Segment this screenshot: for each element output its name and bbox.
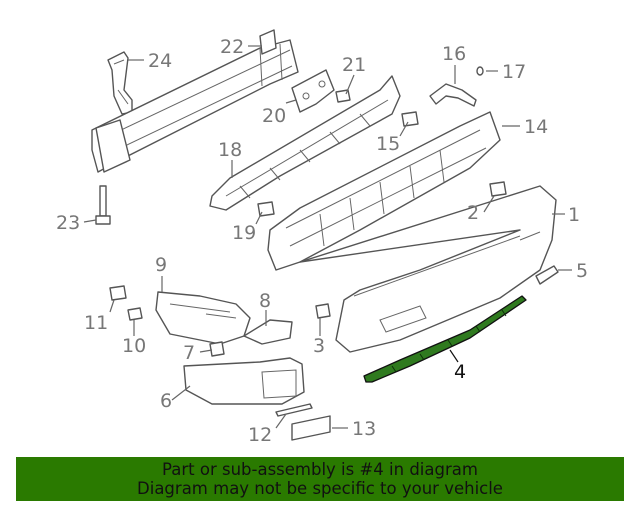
callout-22: 22: [220, 36, 244, 58]
callout-6: 6: [160, 390, 172, 412]
part-6-corner-panel: [183, 357, 305, 405]
callout-5: 5: [576, 260, 588, 282]
callout-1: 1: [568, 204, 580, 226]
part-1-bumper-cover: [299, 185, 557, 353]
callout-20: 20: [262, 105, 286, 127]
callout-14: 14: [524, 116, 548, 138]
callout-12: 12: [248, 424, 272, 446]
part-9-bracket: [155, 291, 251, 345]
callout-18: 18: [218, 139, 242, 161]
part-23-bolt: [95, 185, 111, 225]
callout-17: 17: [502, 61, 526, 83]
part-2-bolt: [489, 181, 507, 197]
callout-8: 8: [259, 290, 271, 312]
banner-line-1: Part or sub-assembly is #4 in diagram: [162, 460, 478, 479]
parts-diagram: 1 2 3 4 5 6 7 8 9 10 11 12 13 14 15 16 1…: [56, 29, 588, 446]
callout-24: 24: [148, 50, 172, 72]
leader-lines: [83, 45, 572, 429]
part-14-absorber: [267, 111, 501, 271]
part-7-bolt: [209, 341, 225, 357]
part-11-clip: [109, 285, 127, 301]
callout-13: 13: [352, 418, 376, 440]
callout-3: 3: [313, 335, 325, 357]
callout-7: 7: [183, 342, 195, 364]
callout-4: 4: [454, 361, 466, 383]
part-20-plate: [291, 69, 335, 113]
banner-line-2: Diagram may not be specific to your vehi…: [137, 479, 503, 498]
part-21-bolt: [335, 89, 351, 103]
callout-9: 9: [155, 254, 167, 276]
callout-2: 2: [467, 202, 479, 224]
part-8-bracket: [243, 319, 293, 345]
part-24-bracket: [107, 51, 133, 115]
callout-labels: 1 2 3 4 5 6 7 8 9 10 11 12 13 14 15 16 1…: [56, 36, 588, 446]
part-3-clip: [315, 303, 331, 319]
part-4-highlighted-trim: [363, 295, 527, 383]
part-15-bolt: [401, 111, 419, 127]
part-12-strip: [275, 403, 313, 417]
part-10-nut: [127, 307, 143, 321]
part-5-trim: [535, 265, 559, 285]
callout-10: 10: [122, 335, 146, 357]
callout-15: 15: [376, 133, 400, 155]
callout-23: 23: [56, 212, 80, 234]
part-22-reinforcement-bar: [91, 29, 299, 173]
part-16-clip: [429, 83, 477, 107]
callout-16: 16: [442, 43, 466, 65]
part-13-cover: [291, 415, 331, 441]
callout-19: 19: [232, 222, 256, 244]
callout-21: 21: [342, 54, 366, 76]
callout-11: 11: [84, 312, 108, 334]
part-18-rail: [209, 75, 401, 211]
part-17-pin: [476, 66, 484, 76]
info-banner: Part or sub-assembly is #4 in diagram Di…: [16, 457, 624, 501]
